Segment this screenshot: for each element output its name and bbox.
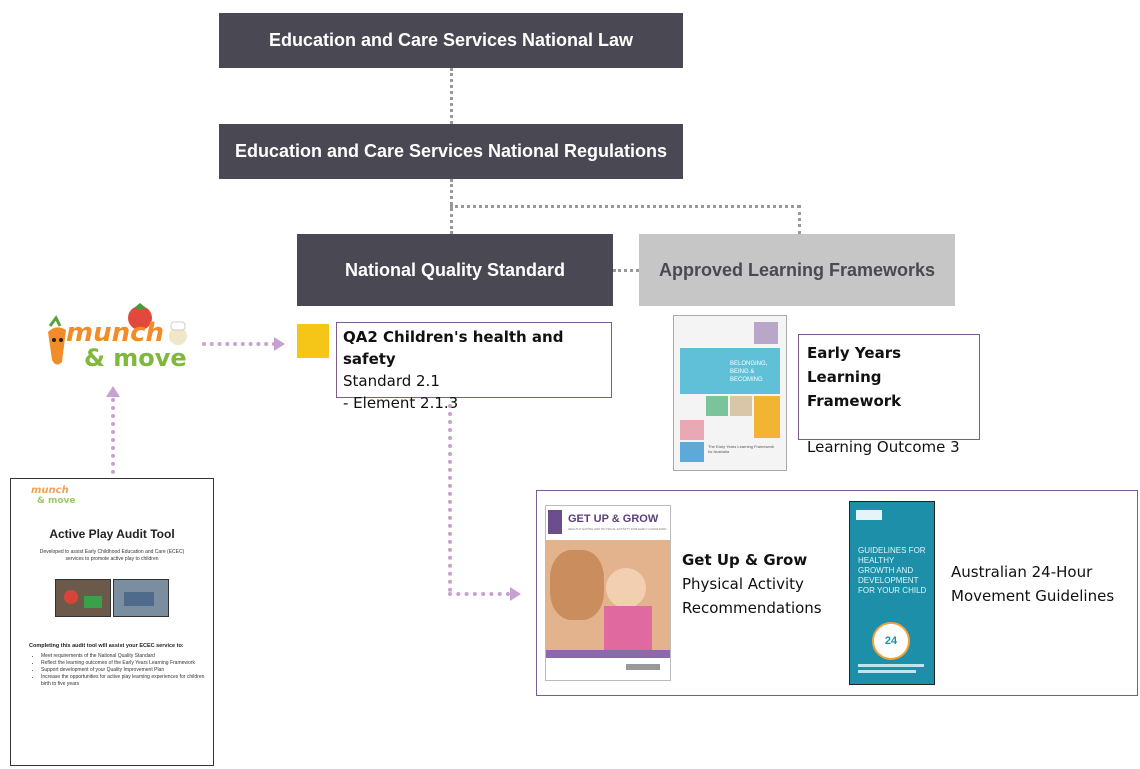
- connector-nqs-frameworks: [613, 269, 639, 272]
- audit-tool-document: munch & move Active Play Audit Tool Deve…: [10, 478, 214, 766]
- eylf-cover-text: BELONGING, BEING & BECOMING: [730, 361, 768, 383]
- aus-cover-badge: 24: [872, 622, 910, 660]
- audit-doc-bullet: Increase the opportunities for active pl…: [41, 674, 211, 688]
- eylf-title: Early Years Learning Framework: [807, 344, 902, 410]
- aus-cover-text: GUIDELINES FOR HEALTHY GROWTH AND DEVELO…: [858, 546, 927, 595]
- aus-cover-crest: [856, 510, 882, 520]
- connector-to-frameworks: [798, 205, 801, 234]
- audit-doc-logo-move: & move: [37, 496, 76, 506]
- arrow-qa2-to-resources-head: [510, 587, 521, 601]
- eylf-cover-block-lilac: [754, 322, 778, 344]
- arrow-qa2-to-resources-horizontal: [448, 592, 510, 596]
- audit-doc-photo-2: [113, 579, 169, 617]
- eylf-cover-block-pink: [680, 420, 704, 440]
- arrow-logo-to-qa2-line: [202, 342, 276, 346]
- yellow-marker: [297, 324, 329, 358]
- audit-doc-bullet-list: Meet requirements of the National Qualit…: [27, 653, 211, 688]
- connector-law-regulations: [450, 68, 453, 124]
- arrow-audit-to-logo-head: [106, 386, 120, 397]
- aus-guidelines-line-2: Movement Guidelines: [951, 587, 1115, 605]
- nqs-label: National Quality Standard: [344, 259, 566, 280]
- qa2-box: QA2 Children's health and safety Standar…: [336, 322, 612, 412]
- qa2-standard: Standard 2.1: [343, 372, 440, 390]
- gug-line-1: Physical Activity: [682, 575, 804, 593]
- frameworks-box: Approved Learning Frameworks: [639, 234, 955, 306]
- eylf-cover-block-blue: BELONGING, BEING & BECOMING: [680, 348, 780, 394]
- connector-regulations-horizontal: [450, 205, 800, 208]
- audit-doc-heading: Completing this audit tool will assist y…: [29, 643, 184, 649]
- gug-cover-stripe: [548, 510, 562, 534]
- gug-cover-photo: [546, 540, 670, 650]
- eylf-outcome: Learning Outcome 3: [807, 438, 960, 456]
- get-up-grow-cover-image: GET UP & GROW HEALTHY EATING AND PHYSICA…: [545, 505, 671, 681]
- national-law-box: Education and Care Services National Law: [219, 13, 683, 68]
- australian-guidelines-cover-image: GUIDELINES FOR HEALTHY GROWTH AND DEVELO…: [849, 501, 935, 685]
- audit-doc-bullet: Meet requirements of the National Qualit…: [41, 653, 211, 660]
- audit-doc-logo-munch: munch: [31, 485, 69, 496]
- logo-word-munch: munch: [66, 318, 165, 348]
- logo-mascots-icon: [48, 303, 187, 365]
- eylf-cover-block-green: [706, 396, 728, 416]
- eylf-cover-block-blue-small: [680, 442, 704, 462]
- logo-word-move: & move: [84, 344, 187, 372]
- national-law-label: Education and Care Services National Law: [268, 30, 634, 50]
- qa2-element: - Element 2.1.3: [343, 394, 459, 412]
- gug-cover-header: GET UP & GROW HEALTHY EATING AND PHYSICA…: [546, 506, 670, 540]
- audit-doc-bullet: Reflect the learning outcomes of the Ear…: [41, 660, 211, 667]
- aus-guidelines-line-1: Australian 24-Hour: [951, 563, 1093, 581]
- gug-line-2: Recommendations: [682, 599, 822, 617]
- gug-cover-title: GET UP & GROW: [568, 513, 659, 525]
- eylf-cover-photo: [730, 396, 752, 416]
- frameworks-label: Approved Learning Frameworks: [658, 259, 936, 280]
- aus-cover-badge-number: 24: [884, 635, 898, 647]
- audit-doc-title: Active Play Audit Tool: [49, 527, 175, 541]
- national-regulations-label: Education and Care Services National Reg…: [234, 141, 668, 161]
- gug-title: Get Up & Grow: [682, 551, 808, 569]
- eylf-cover-footer: The Early Years Learning Framework for A…: [708, 444, 775, 454]
- munch-move-logo: munch & move: [40, 300, 196, 380]
- eylf-cover-block-yellow: [754, 396, 780, 438]
- arrow-audit-to-logo-line: [111, 398, 115, 474]
- audit-doc-photo-1: [55, 579, 111, 617]
- qa2-title: QA2 Children's health and safety: [343, 328, 564, 368]
- national-regulations-box: Education and Care Services National Reg…: [219, 124, 683, 179]
- gug-cover-subtitle: HEALTHY EATING AND PHYSICAL ACTIVITY FOR…: [568, 527, 667, 531]
- eylf-box: Early Years Learning Framework Learning …: [798, 334, 980, 456]
- audit-doc-subtitle: Developed to assist Early Childhood Educ…: [39, 549, 185, 562]
- nqs-box: National Quality Standard: [297, 234, 613, 306]
- arrow-qa2-to-resources-vertical: [448, 404, 452, 592]
- gug-cover-footer: [546, 650, 670, 680]
- arrow-logo-to-qa2-head: [274, 337, 285, 351]
- audit-doc-bullet: Support development of your Quality Impr…: [41, 667, 211, 674]
- eylf-cover-image: BELONGING, BEING & BECOMING The Early Ye…: [673, 315, 787, 471]
